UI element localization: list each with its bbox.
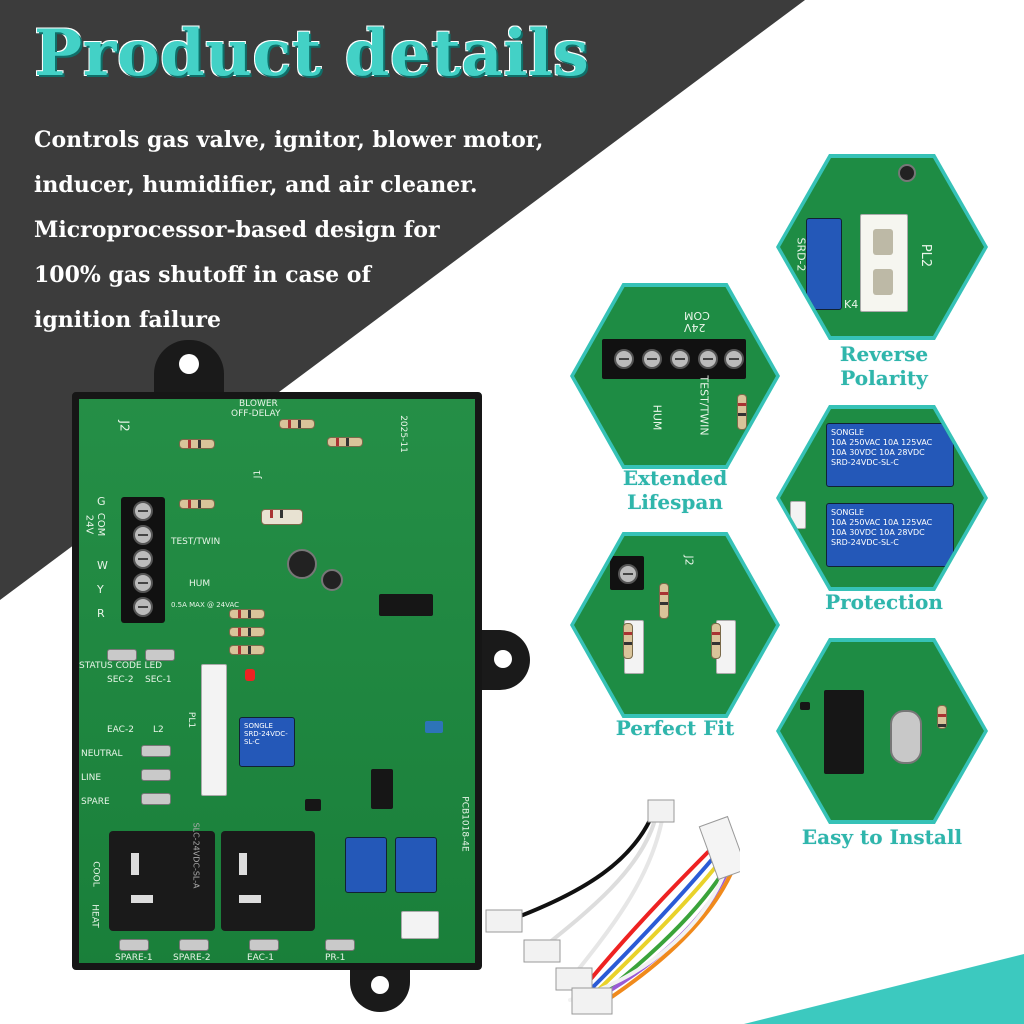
description-line: Microprocessor-based design for: [34, 217, 440, 243]
capacitor: [321, 569, 343, 591]
silk-l2: L2: [153, 725, 164, 735]
pcb-board: BLOWER OFF-DELAY J2 J1 2025-11 G COM 24V…: [72, 392, 482, 970]
spade-sec2: [107, 649, 137, 661]
silk-status-led: STATUS CODE LED: [79, 661, 163, 671]
silk-pcb: PCB1018-4E: [459, 796, 470, 852]
feature-label-perfect-fit: Perfect Fit: [615, 716, 735, 740]
silk-spare1: SPARE-1: [115, 953, 153, 963]
feature-hex-reverse-polarity: PL2 K4 SRD-2: [776, 154, 988, 340]
silk-24v: 24V: [83, 514, 95, 535]
terminal-block: [121, 497, 165, 623]
microcontroller-chip: [379, 594, 433, 616]
teal-corner-accent: [744, 954, 1024, 1024]
feature-hex-easy-to-install: [776, 638, 988, 824]
silk-sec2: SEC-2: [107, 675, 134, 685]
spade-sec1: [145, 649, 175, 661]
silk-eac1: EAC-1: [247, 953, 274, 963]
silk-y: Y: [97, 583, 104, 596]
silk-pl1: PL1: [186, 711, 197, 729]
relay-spare-2: [395, 837, 437, 893]
silk-sec1: SEC-1: [145, 675, 172, 685]
silk-line: LINE: [81, 773, 102, 783]
silk-g: G: [97, 495, 106, 508]
feature-hex-extended-lifespan: COM 24V TEST/TWIN HUM: [570, 283, 780, 469]
feature-label-easy-to-install: Easy to Install: [801, 825, 963, 849]
silk-j2: J2: [117, 420, 132, 432]
description-line: Controls gas valve, ignitor, blower moto…: [34, 127, 544, 153]
silk-neutral: NEUTRAL: [81, 749, 123, 759]
ic-chip: [371, 769, 393, 809]
silk-rating: 0.5A MAX @ 24VAC: [171, 601, 240, 609]
silk-heat: HEAT: [89, 904, 100, 928]
silk-spare: SPARE: [81, 797, 110, 807]
silk-pr1: PR-1: [325, 953, 346, 963]
wiring-harness-image: [480, 780, 748, 1020]
silk-blower: BLOWER: [239, 399, 278, 409]
feature-label-protection: Protection: [825, 590, 943, 614]
page-title: Product details: [34, 16, 590, 91]
silk-hum: HUM: [189, 579, 211, 589]
silk-eac2: EAC-2: [107, 725, 134, 735]
connector-pl2: [401, 911, 439, 939]
silk-r: R: [97, 607, 105, 620]
capacitor: [287, 549, 317, 579]
description-line: inducer, humidifier, and air cleaner.: [34, 172, 478, 198]
description-line: ignition failure: [34, 307, 221, 333]
relay-spare-1: [345, 837, 387, 893]
relay-heat-cool: SLC-24VDC-SL-A: [109, 823, 215, 931]
silk-test-twin: TEST/TWIN: [171, 537, 221, 547]
relay-blower: [221, 831, 315, 931]
silk-spare2: SPARE-2: [173, 953, 211, 963]
status-led: [245, 669, 255, 681]
silk-j1: J1: [253, 469, 264, 479]
description-line: 100% gas shutoff in case of: [34, 262, 371, 288]
product-description: Controls gas valve, ignitor, blower moto…: [34, 118, 554, 343]
feature-hex-perfect-fit: J2: [570, 532, 780, 718]
connector-pl1: [201, 664, 227, 796]
silk-off-delay: OFF-DELAY: [231, 409, 281, 419]
silk-cool: COOL: [90, 861, 101, 887]
control-board-image: BLOWER OFF-DELAY J2 J1 2025-11 G COM 24V…: [72, 330, 530, 1012]
silk-w: W: [97, 559, 108, 572]
silk-com: COM: [95, 512, 107, 537]
silk-date: 2025-11: [397, 415, 408, 453]
